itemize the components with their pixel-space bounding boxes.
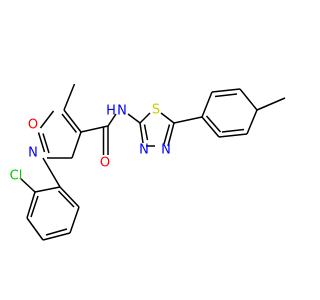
amide-nitrogen-label: N [117,104,127,119]
sulfur-label: S [152,103,160,118]
bond [30,195,39,218]
bond [71,131,82,159]
bond [63,83,76,111]
bond [211,88,241,93]
bond [107,113,117,127]
bond [167,122,175,147]
thiadiazole-nitrogen-label: N [139,143,149,158]
bond [239,88,258,111]
bond [42,133,50,154]
bond [42,157,61,188]
bond [143,124,149,141]
bond [214,93,238,98]
bond [218,133,248,138]
bond [160,112,175,124]
bond [69,206,80,234]
molecule-structure: O N O N H S N N Cl [9,83,286,241]
amide-hydrogen-label: H [106,104,116,119]
bond [57,190,75,208]
chlorine-label: Cl [10,169,23,184]
atom-labels: O N O N H S N N Cl [10,103,171,184]
thiadiazole-nitrogen-label: N [161,143,171,158]
bond [256,97,286,111]
nitrogen-label: N [28,146,38,161]
carbonyl-oxygen-label: O [100,156,110,171]
bond [127,113,141,124]
bond [26,191,36,219]
bond [139,122,144,144]
bond [201,91,213,118]
bond [61,113,78,133]
bond [42,232,71,241]
bond [39,110,55,129]
bond [34,186,61,193]
bond [63,109,82,133]
bond [173,116,203,124]
bond [205,115,222,133]
bond [163,124,171,145]
bond [45,228,68,236]
bond [59,186,80,208]
bond [246,109,258,135]
bond-lines [19,83,286,241]
bond [19,177,36,193]
bond [37,132,46,153]
oxygen-label: O [28,118,38,133]
bond [221,128,245,133]
bond [139,112,151,124]
bond [201,116,220,138]
bond [26,217,44,241]
